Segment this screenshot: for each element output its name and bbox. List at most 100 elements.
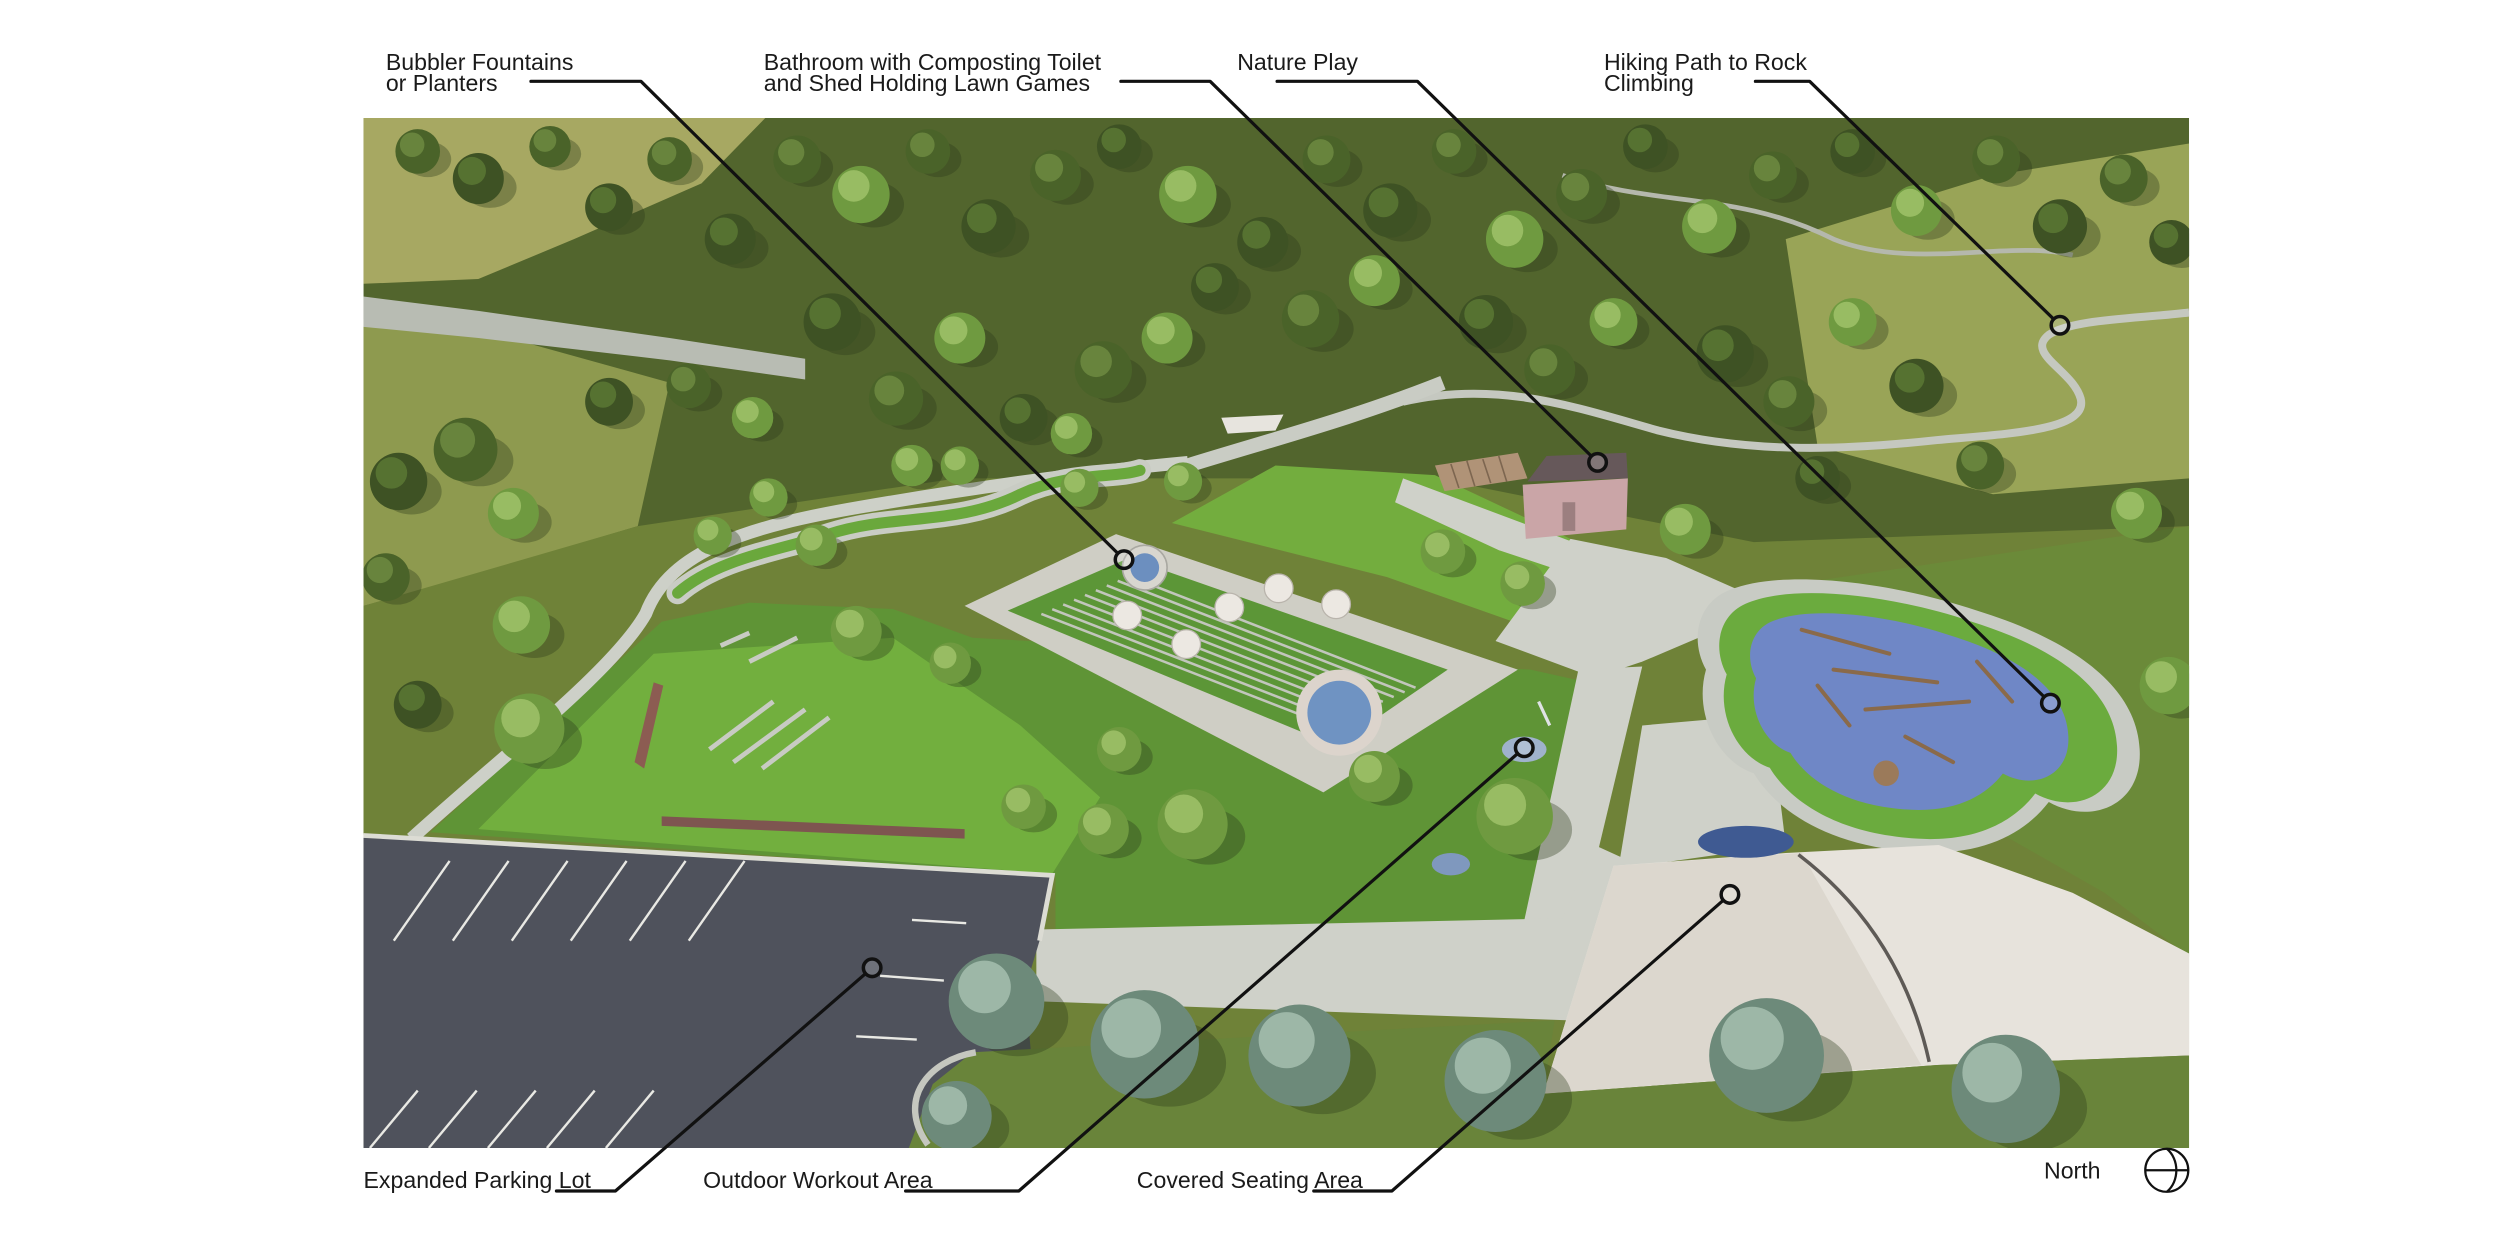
upper-trail xyxy=(1561,173,2074,258)
tree xyxy=(830,605,882,657)
seating-row xyxy=(1051,607,1340,722)
tree xyxy=(1363,183,1418,238)
tree xyxy=(487,487,539,539)
tree xyxy=(891,444,933,487)
trail-connector xyxy=(1185,375,1446,473)
tree xyxy=(363,553,410,602)
tree xyxy=(1659,503,1711,555)
shade-shelter xyxy=(1221,414,1284,434)
callout-parking-lot: Expanded Parking Lot xyxy=(364,957,883,1193)
tree xyxy=(2139,656,2190,715)
tree xyxy=(1302,135,1351,184)
walkway xyxy=(1522,666,1643,928)
callout-marker-covered-seating xyxy=(1719,883,1741,905)
terrace-steps xyxy=(708,630,831,771)
lawn-games-shed-pergola xyxy=(1434,452,1528,492)
callout-workout-area-label: Outdoor Workout Area xyxy=(703,1167,933,1193)
tree xyxy=(1159,165,1217,224)
tree xyxy=(868,371,924,426)
parking-stall-line xyxy=(368,1089,419,1148)
tree xyxy=(934,312,986,364)
leader-line-covered-seating xyxy=(1312,898,1725,1193)
tree xyxy=(1458,294,1514,350)
parking-stall-line xyxy=(545,1089,596,1148)
trees xyxy=(363,124,2190,1148)
amphitheater-plaza xyxy=(964,534,1518,793)
tree xyxy=(1500,561,1545,606)
tree xyxy=(1524,344,1576,396)
tree xyxy=(1420,529,1466,574)
parking-stall-line xyxy=(427,1089,478,1148)
bench xyxy=(634,682,664,769)
walkway xyxy=(1036,845,1630,1021)
tree xyxy=(999,393,1048,442)
play-structures xyxy=(1799,627,2015,765)
tree xyxy=(2099,154,2148,203)
tree xyxy=(1163,462,1203,501)
tree xyxy=(1696,325,1754,383)
tree xyxy=(492,596,551,654)
tree xyxy=(529,125,571,168)
tree xyxy=(395,129,441,174)
tree xyxy=(1972,135,2021,184)
nature-playground xyxy=(1697,579,2140,853)
leader-line-bubbler-fountains xyxy=(529,79,1120,556)
play-dome xyxy=(1873,760,1899,787)
tree xyxy=(1828,298,1877,346)
callout-hiking-path-label-line-1: Hiking Path to Rock xyxy=(1604,49,1807,75)
parking-stall-line xyxy=(687,860,746,942)
tree xyxy=(585,183,633,232)
tree xyxy=(704,213,756,265)
tree xyxy=(433,417,498,482)
tree xyxy=(2032,199,2088,254)
tree xyxy=(1589,298,1638,346)
tree xyxy=(749,478,788,517)
tree xyxy=(1956,441,2005,490)
callout-nature-play: Nature Play xyxy=(1237,49,2061,714)
callout-hiking-path-label-line-2: Climbing xyxy=(1604,70,1694,96)
callouts: Bubbler Fountains or Planters Bathroom w… xyxy=(364,49,2190,1193)
callout-marker-parking-lot xyxy=(861,957,883,979)
tree xyxy=(1556,169,1608,221)
sunlit-lawn xyxy=(478,637,1101,874)
tree xyxy=(731,397,774,439)
tree xyxy=(1090,990,1199,1099)
curb xyxy=(912,1049,977,1147)
callout-bubbler-fountains-label-line-2: or Planters xyxy=(386,70,498,96)
callout-marker-bathroom xyxy=(1587,451,1609,473)
parking-stall-line xyxy=(510,860,569,942)
parking-stall-line xyxy=(486,1089,537,1148)
tree xyxy=(1476,778,1553,855)
callout-covered-seating: Covered Seating Area xyxy=(1137,883,1741,1193)
tree xyxy=(905,129,951,174)
tree xyxy=(940,446,979,485)
tree xyxy=(1060,468,1099,508)
tree xyxy=(666,363,712,409)
tree xyxy=(1050,412,1093,455)
pond xyxy=(1698,825,1794,858)
parking-stall-line xyxy=(451,860,510,942)
callout-bubbler-fountains-label-line-1: Bubbler Fountains xyxy=(386,49,574,75)
tree xyxy=(1191,263,1239,311)
tree xyxy=(1157,789,1228,860)
parking-stall-line xyxy=(569,860,628,942)
leader-line-nature-play xyxy=(1275,79,2046,699)
tree xyxy=(1795,455,1840,501)
north-arrow-icon xyxy=(2144,1147,2190,1193)
callout-marker-bubbler-fountains xyxy=(1113,549,1135,571)
leader-line-hiking-path xyxy=(1753,79,2056,321)
callout-parking-lot-label: Expanded Parking Lot xyxy=(364,1167,592,1193)
north-label: North xyxy=(2044,1157,2101,1183)
bathroom-building xyxy=(1522,452,1628,539)
tree xyxy=(1141,312,1193,364)
callout-marker-nature-play xyxy=(2039,692,2061,714)
parking-stall-line xyxy=(604,1089,655,1148)
seating-row xyxy=(1128,574,1417,689)
parking-lot xyxy=(363,833,1056,1148)
leader-line-bathroom xyxy=(1119,79,1593,458)
tree xyxy=(1889,358,1944,413)
tree xyxy=(1096,124,1142,170)
tree xyxy=(1749,151,1797,200)
tree xyxy=(452,153,504,205)
